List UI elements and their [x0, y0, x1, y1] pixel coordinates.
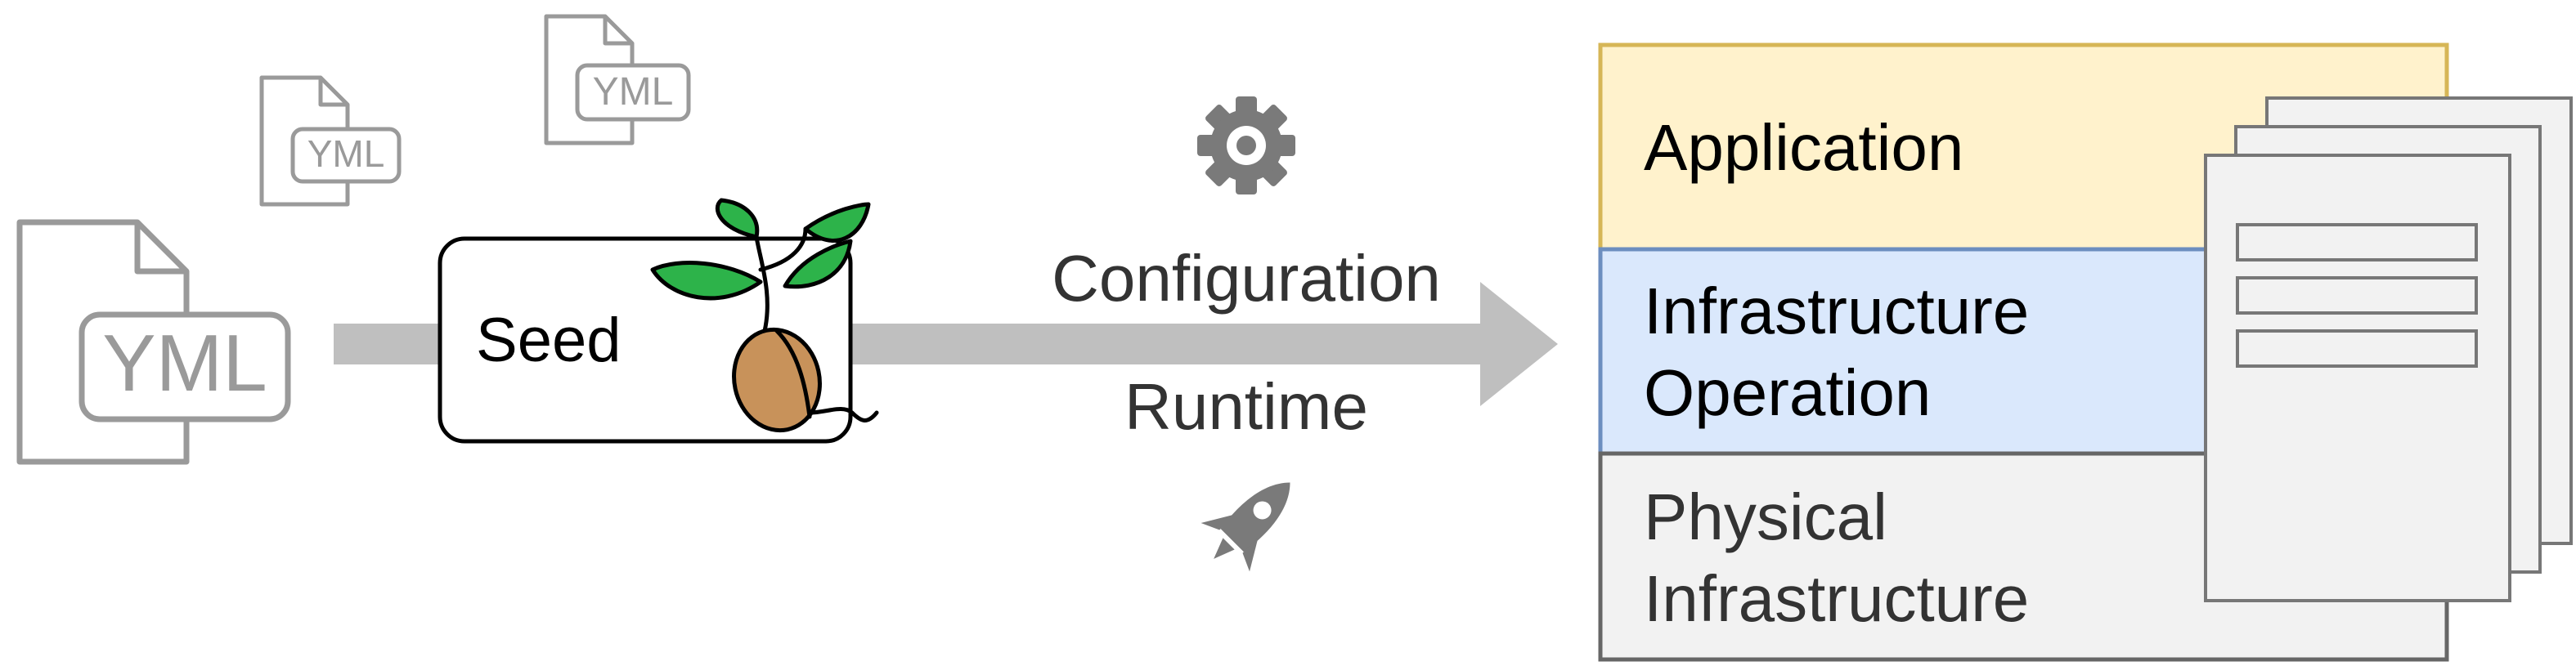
yml-label-small-a: YML [307, 132, 385, 175]
yml-label-small-b: YML [593, 70, 674, 114]
configuration-label: Configuration [1052, 242, 1441, 315]
infrastructure-operation-label: Infrastructure Operation [1644, 275, 2048, 429]
yml-file-icon-large: YML [16, 219, 291, 465]
rocket-icon [1200, 482, 1290, 572]
physical-infrastructure-label: Physical Infrastructure [1644, 481, 2029, 635]
documents-icon [2204, 96, 2573, 602]
gear-icon [1197, 96, 1295, 194]
application-label: Application [1644, 111, 1963, 184]
deploy-arrow [846, 282, 1558, 406]
runtime-label: Runtime [1124, 370, 1368, 443]
input-arrow [334, 324, 448, 364]
yml-file-icon-small-b: YML [544, 14, 691, 145]
yml-label-large: YML [102, 318, 267, 408]
seed-label: Seed [476, 306, 622, 375]
sprout-icon [650, 198, 879, 433]
yml-file-icon-small-a: YML [259, 75, 402, 207]
